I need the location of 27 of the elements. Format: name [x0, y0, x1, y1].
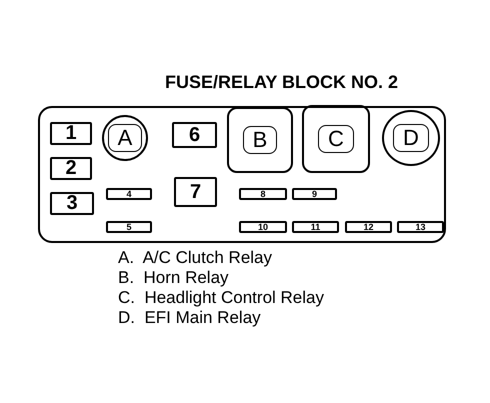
legend-text: B. Horn Relay — [118, 268, 229, 287]
round-relay — [382, 110, 440, 166]
square-relay — [302, 105, 370, 173]
fuse-block-outline — [38, 106, 446, 243]
round-relay — [102, 115, 148, 161]
fuse-slot: 13 — [397, 221, 444, 233]
relay-socket: 7 — [174, 177, 217, 207]
fuse-slot: 12 — [345, 221, 392, 233]
fuse-slot: 8 — [239, 188, 287, 200]
fuse-slot: 4 — [106, 188, 152, 200]
legend-text: D. EFI Main Relay — [118, 308, 261, 327]
relay-letter: D — [393, 124, 429, 152]
relay-letter: B — [242, 126, 278, 154]
fuse-slot: 5 — [106, 221, 152, 233]
relay-letter: A — [108, 124, 142, 152]
relay-socket: 3 — [50, 192, 94, 215]
legend-text: A. A/C Clutch Relay — [118, 248, 272, 267]
relay-letter: C — [318, 125, 354, 153]
relay-socket: 6 — [172, 122, 217, 148]
fuse-slot: 10 — [239, 221, 287, 233]
relay-socket: 2 — [50, 157, 92, 180]
relay-socket: 1 — [50, 122, 92, 145]
fuse-slot: 9 — [292, 188, 337, 200]
legend-text: C. Headlight Control Relay — [118, 288, 324, 307]
block-title: FUSE/RELAY BLOCK NO. 2 — [165, 72, 398, 93]
square-relay — [227, 107, 293, 173]
fuse-slot: 11 — [292, 221, 339, 233]
